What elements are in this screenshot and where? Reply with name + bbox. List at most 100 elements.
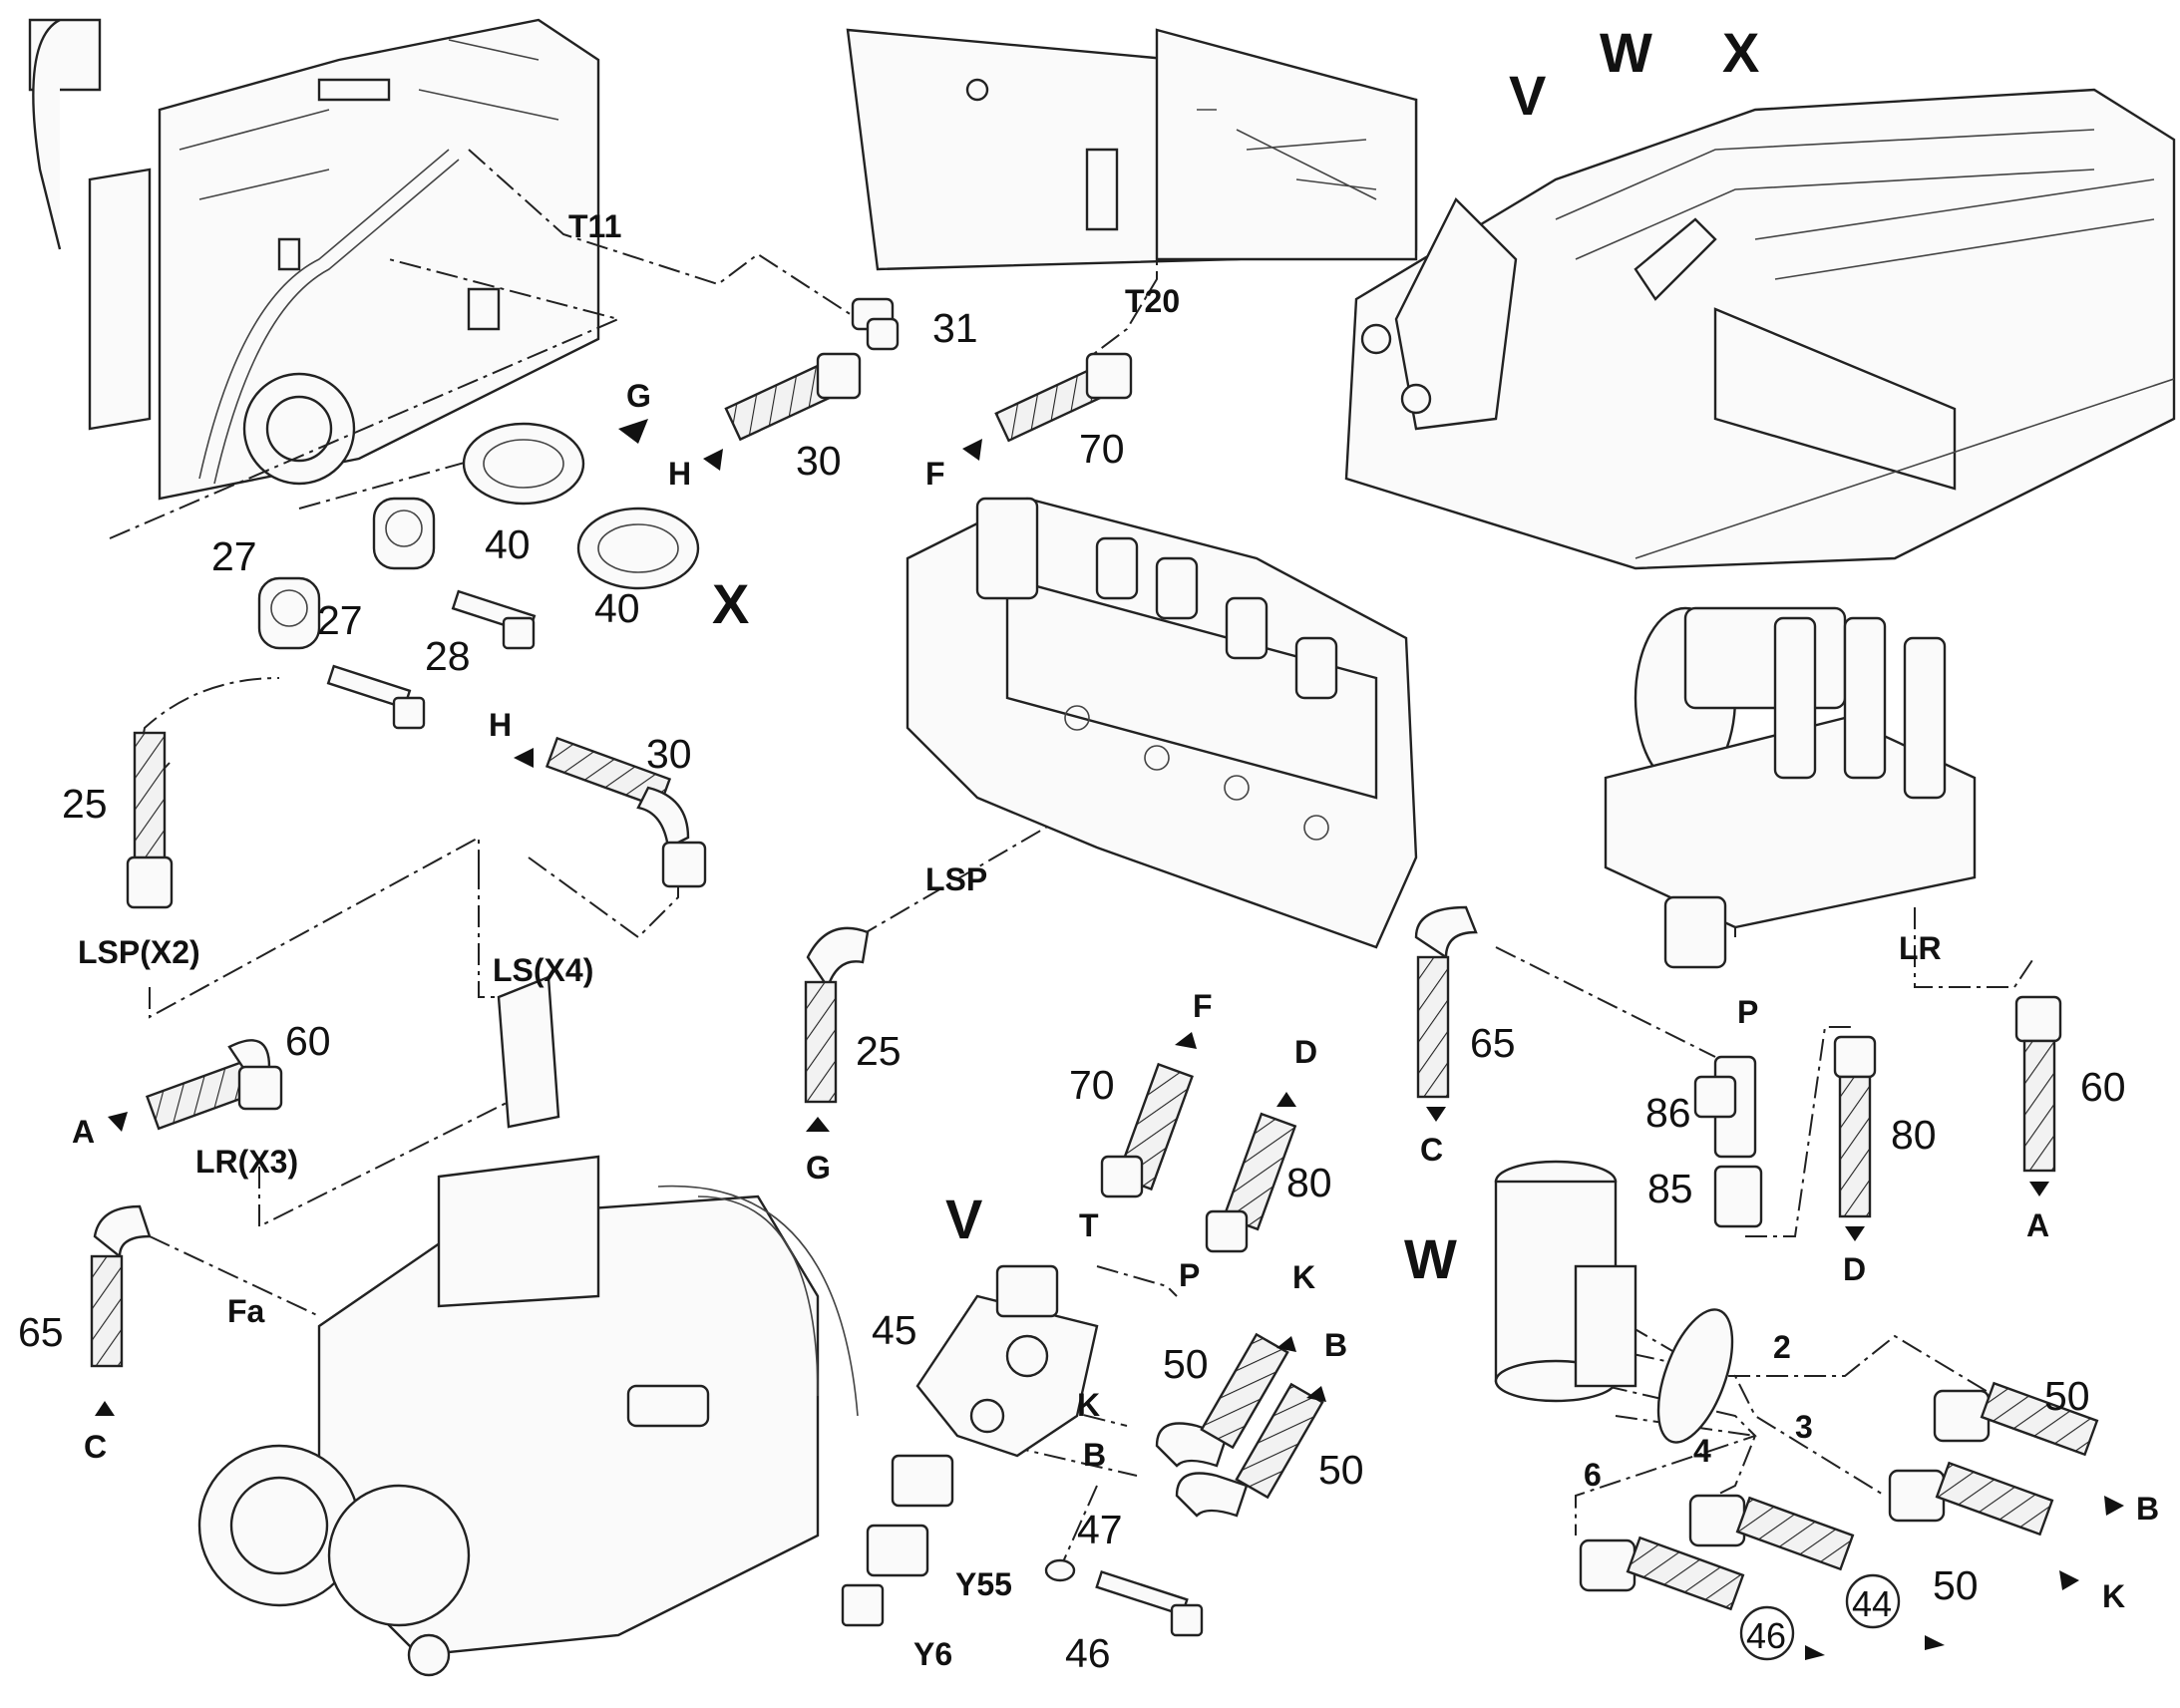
hose-70-v — [1100, 1062, 1194, 1198]
label-44: 44 — [1852, 1583, 1892, 1624]
label-3: 3 — [1795, 1409, 1813, 1445]
valve-45 — [915, 1264, 1099, 1458]
bolt-28 — [451, 589, 537, 650]
label-H-middle: H — [489, 707, 512, 743]
label-46-bottom: 46 — [1065, 1630, 1111, 1676]
hose-50-w-lower — [1888, 1461, 2054, 1537]
hose-50-b — [1175, 1382, 1324, 1518]
view-letter-X-large: X — [712, 572, 749, 635]
label-T: T — [1079, 1207, 1099, 1243]
label-50-w-upper: 50 — [2044, 1373, 2090, 1419]
hose-46-w — [1579, 1536, 1745, 1611]
label-T11: T11 — [568, 208, 621, 244]
grommet-40a — [462, 422, 585, 506]
label-85: 85 — [1647, 1166, 1693, 1211]
label-60-left: 60 — [285, 1018, 331, 1064]
label-Fa: Fa — [227, 1293, 265, 1329]
chassis-top-right — [1344, 88, 2176, 570]
label-F-top: F — [925, 456, 945, 492]
hose-44 — [1688, 1494, 1855, 1571]
view-letter-V-top: V — [1509, 64, 1546, 127]
label-65-right: 65 — [1470, 1020, 1516, 1066]
label-T20: T20 — [1125, 283, 1180, 319]
bolt-28b — [326, 664, 426, 730]
circle-44 — [1845, 1573, 1901, 1629]
view-letter-W-top: W — [1600, 21, 1652, 84]
label-60-right: 60 — [2080, 1064, 2126, 1110]
label-LR-X3: LR(X3) — [195, 1144, 298, 1180]
label-B-v: B — [1083, 1437, 1106, 1473]
label-25-left: 25 — [62, 781, 108, 827]
tee-fitting-86 — [1693, 1055, 1757, 1159]
label-47: 47 — [1077, 1507, 1123, 1552]
label-C-right: C — [1420, 1132, 1443, 1168]
clamp-27a — [372, 497, 436, 570]
direction-arrows — [95, 419, 2124, 1660]
hose-80-right — [1833, 1035, 1877, 1218]
label-D-right: D — [1843, 1251, 1866, 1287]
label-Y6: Y6 — [913, 1636, 952, 1672]
label-K-v-upper: K — [1292, 1259, 1315, 1295]
label-80-v: 80 — [1286, 1160, 1332, 1205]
hose-50-w-upper — [1933, 1381, 2099, 1457]
view-letter-W: W — [1404, 1227, 1457, 1290]
label-LR: LR — [1899, 930, 1942, 966]
label-G-middle: G — [806, 1150, 831, 1186]
label-G-top: G — [626, 378, 651, 414]
accumulator-w — [1494, 1160, 1734, 1444]
label-6: 6 — [1584, 1457, 1602, 1493]
hose-25-left — [126, 731, 174, 909]
label-Y55: Y55 — [955, 1566, 1012, 1602]
hose-80-v — [1205, 1112, 1297, 1253]
bolt-46 — [1095, 1569, 1204, 1637]
label-D-v: D — [1294, 1034, 1317, 1070]
hose-25-middle — [804, 926, 870, 1104]
label-A-right: A — [2026, 1207, 2049, 1243]
label-LSP-X2: LSP(X2) — [78, 934, 200, 970]
label-45: 45 — [872, 1307, 917, 1353]
label-46-circle: 46 — [1746, 1615, 1786, 1656]
label-50-v-lower: 50 — [1318, 1447, 1364, 1493]
label-K-w: K — [2102, 1578, 2125, 1614]
hose-60-right — [2014, 995, 2062, 1173]
label-28: 28 — [425, 633, 471, 679]
elbow-fitting-31 — [851, 297, 900, 351]
label-B-v-upper: B — [1324, 1327, 1347, 1363]
label-LS-X4: LS(X4) — [493, 952, 593, 988]
label-27a: 27 — [211, 533, 257, 579]
frame-top-middle — [846, 28, 1418, 271]
label-A-left: A — [72, 1114, 95, 1150]
view-letter-X-top: X — [1722, 21, 1759, 84]
solenoid-y6 — [841, 1524, 929, 1627]
label-25-middle: 25 — [856, 1028, 902, 1074]
label-40b: 40 — [594, 585, 640, 631]
adapter-85 — [1713, 1165, 1763, 1228]
label-31: 31 — [932, 305, 978, 351]
hose-60-left — [145, 1039, 283, 1131]
washer-47 — [1044, 1558, 1076, 1582]
label-C-left: C — [84, 1429, 107, 1465]
grommet-40b — [576, 507, 700, 590]
label-2: 2 — [1773, 1329, 1791, 1365]
view-letter-V: V — [945, 1188, 982, 1250]
clamp-27b — [257, 576, 321, 650]
hose-30-top — [724, 352, 862, 442]
label-70-v: 70 — [1069, 1062, 1115, 1108]
label-50-v-upper: 50 — [1163, 1341, 1209, 1387]
label-B-w: B — [2136, 1491, 2159, 1527]
label-P-v: P — [1179, 1257, 1200, 1293]
label-F-v: F — [1193, 988, 1213, 1024]
hose-50-k — [1155, 1332, 1289, 1468]
frame-top-left — [28, 18, 600, 501]
hose-30-middle — [545, 736, 707, 888]
label-4: 4 — [1693, 1433, 1711, 1469]
solenoid-y55 — [891, 1454, 954, 1508]
hose-65-left — [90, 1204, 152, 1368]
control-valve-block — [906, 497, 1418, 949]
label-30-top: 30 — [796, 438, 842, 484]
hose-65-right — [1414, 905, 1478, 1099]
label-P-right: P — [1737, 994, 1758, 1030]
label-80-right: 80 — [1891, 1112, 1937, 1158]
label-40a: 40 — [485, 521, 531, 567]
